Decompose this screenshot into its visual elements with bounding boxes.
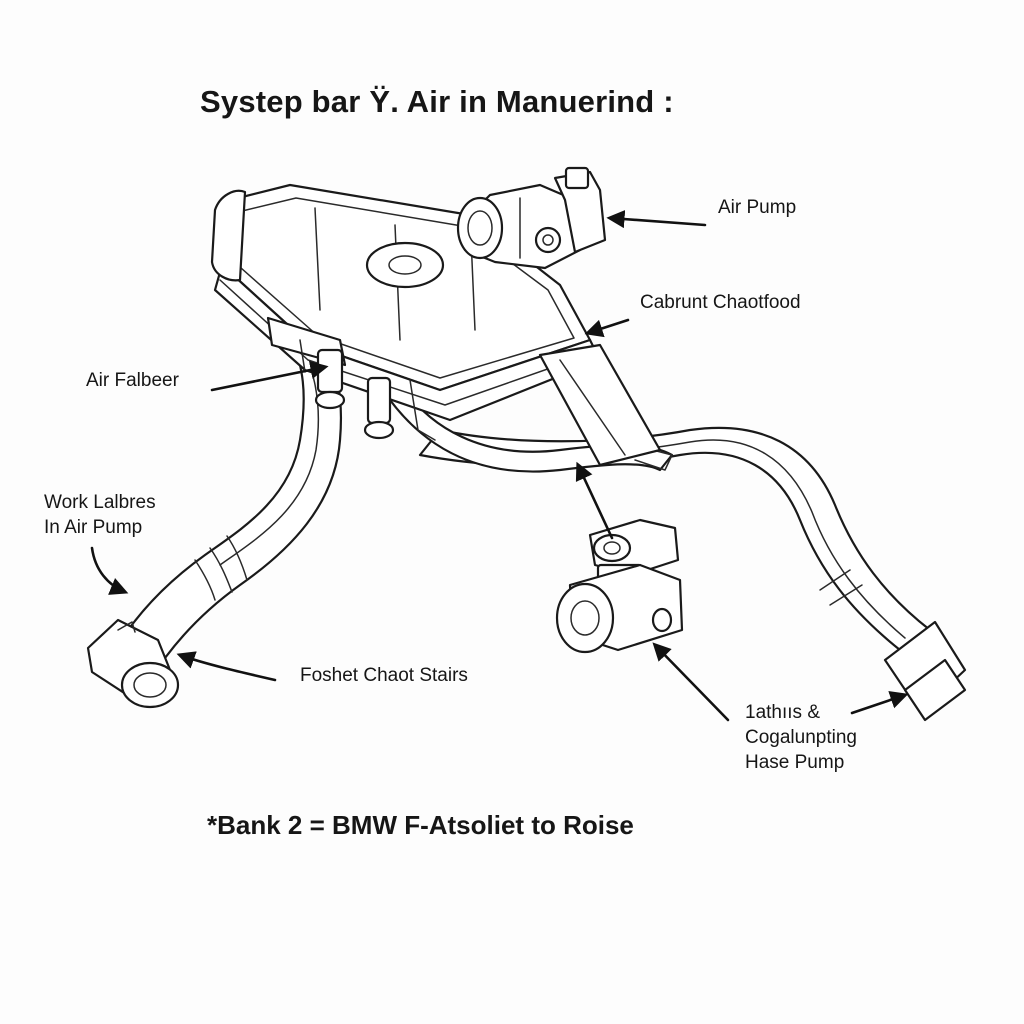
arrow-air-pump bbox=[606, 209, 707, 229]
leader-arrows bbox=[90, 209, 909, 722]
label-lathius-line3: Hase Pump bbox=[745, 752, 845, 773]
label-lathius-line2: Cogalunpting bbox=[745, 727, 857, 748]
label-lathius-hase-pump: 1athııs & Cogalunpting Hase Pump bbox=[745, 700, 857, 775]
arrow-cabrunt-chaotfood bbox=[584, 318, 630, 338]
label-foshet-chaot-stairs: Foshet Chaot Stairs bbox=[300, 665, 468, 686]
left-connector bbox=[86, 618, 180, 709]
right-connector bbox=[883, 620, 967, 722]
label-air-pump: Air Pump bbox=[718, 197, 797, 218]
valve-assembly bbox=[555, 518, 684, 654]
label-cabrunt-chaotfood: Cabrunt Chaotfood bbox=[640, 292, 801, 313]
arrow-valve-to-pipe bbox=[575, 461, 614, 540]
arrow-lathius-pump bbox=[652, 642, 730, 722]
diagram-title: Systep bar Ÿ. Air in Manuerind : bbox=[200, 84, 674, 119]
footnote: *Bank 2 = BMW F-Atsoliet to Roise bbox=[207, 810, 634, 840]
label-work-lalbres-line2: In Air Pump bbox=[44, 517, 143, 538]
arrow-hose-end bbox=[850, 691, 909, 715]
arrow-work-lalbres bbox=[90, 546, 129, 595]
arrow-air-falbeer bbox=[210, 360, 329, 392]
label-work-lalbres-line1: Work Lalbres bbox=[44, 492, 156, 513]
label-air-falbeer: Air Falbeer bbox=[86, 370, 179, 391]
arrow-foshet-chaot-stairs bbox=[176, 651, 277, 682]
air-pump bbox=[456, 166, 607, 270]
label-lathius-line1: 1athııs & bbox=[745, 702, 820, 723]
label-work-lalbres: Work Lalbres In Air Pump bbox=[44, 490, 156, 540]
